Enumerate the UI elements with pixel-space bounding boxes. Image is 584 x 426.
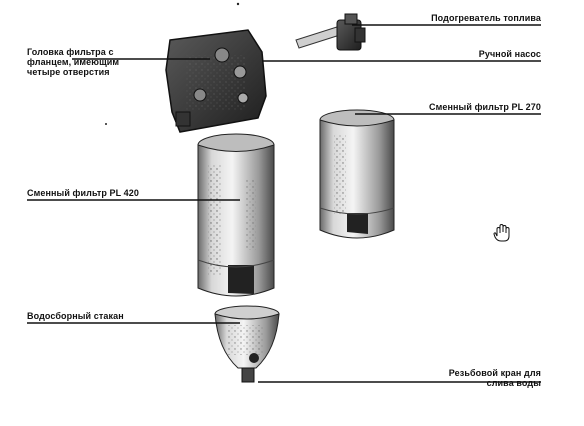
water-bowl [214, 305, 280, 383]
filter-pl270 [319, 109, 395, 239]
label-drain-valve: Резьбовой кран для слива воды [448, 368, 541, 388]
leader-lines [27, 24, 541, 383]
stray-mark [105, 123, 107, 125]
filter-pl420 [197, 133, 275, 297]
label-fuel-heater: Подогреватель топлива [431, 13, 541, 23]
hand-cursor-icon [493, 223, 510, 242]
label-filter-head: Головка фильтра с фланцем, имеющим четыр… [27, 47, 120, 77]
label-water-bowl: Водосборный стакан [27, 311, 124, 321]
fuel-heater [295, 13, 366, 51]
label-filter-pl270: Сменный фильтр PL 270 [429, 102, 541, 112]
label-filter-pl420: Сменный фильтр PL 420 [27, 188, 139, 198]
filter-head [165, 29, 267, 133]
label-hand-pump: Ручной насос [478, 49, 541, 59]
stray-mark [236, 2, 240, 6]
